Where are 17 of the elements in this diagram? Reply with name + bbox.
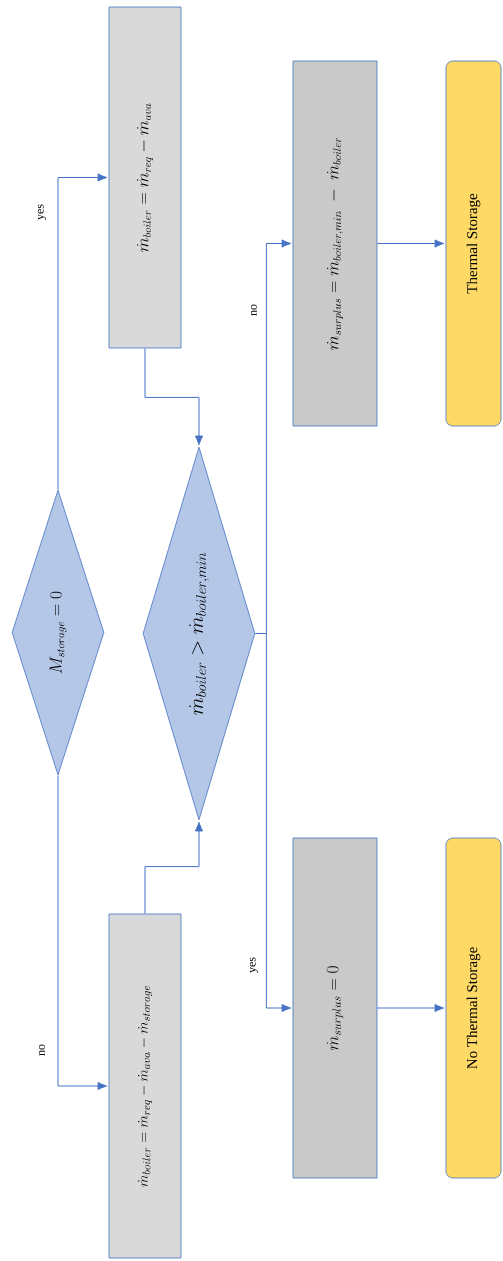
process-box: $\dot{m}_{boiler} = \dot{m}_{req} - \dot{m}_{ava}$	[108, 6, 182, 349]
process-box: $\dot{m}_{boiler} = \dot{m}_{req} - \dot{m}_{ava} - \dot{m}_{storage}$	[108, 913, 182, 1259]
arrow	[376, 239, 445, 248]
arrow	[57, 173, 108, 491]
arrow	[254, 633, 292, 1013]
arrow	[144, 821, 204, 915]
edge-label: no	[250, 303, 258, 317]
process-box: $\dot{m}_{surplus} = \dot{m}_{boiler,min} \; - \; \dot{m}_{boiler}$	[292, 60, 378, 427]
arrow	[57, 774, 108, 1091]
edge-label: yes	[36, 203, 48, 221]
terminal-box: Thermal Storage	[445, 60, 502, 427]
terminal-box: No Thermal Storage	[445, 837, 502, 1179]
edge-label: yes	[248, 956, 260, 974]
process-box: $\dot{m}_{surplus} = 0$	[292, 837, 378, 1179]
arrow	[376, 1003, 445, 1013]
edge-label: no	[38, 1043, 46, 1057]
arrow	[144, 347, 204, 446]
